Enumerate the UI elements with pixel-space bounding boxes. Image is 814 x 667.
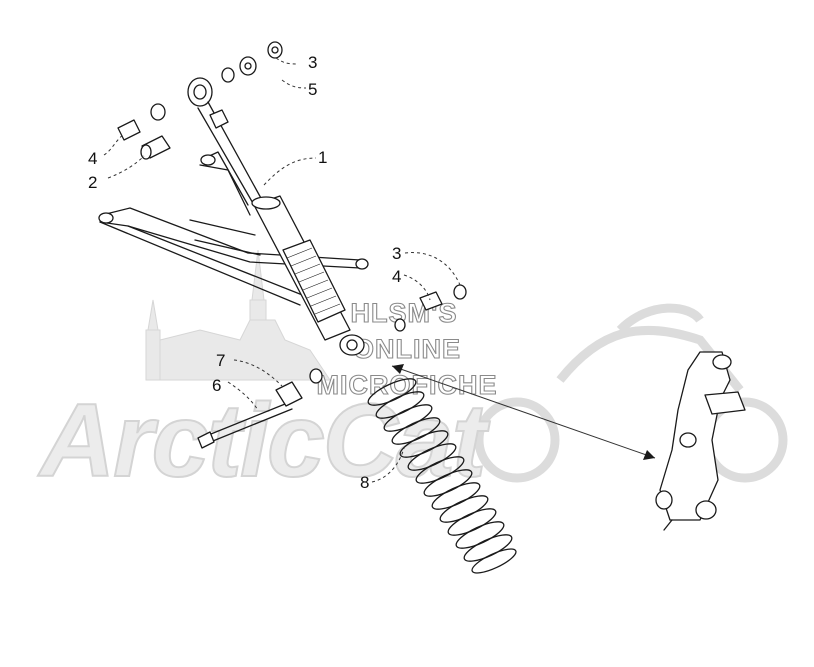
callout-2: 2 — [88, 173, 97, 192]
callout-5: 5 — [308, 80, 317, 99]
callouts: 3 5 4 2 1 3 4 7 6 8 — [88, 53, 401, 492]
spindle — [655, 351, 746, 531]
leader-lines — [103, 57, 461, 483]
watermark-brand: ArcticCat — [37, 383, 491, 499]
watermark-line-3: MICROFICHE — [317, 370, 498, 400]
watermark: ArcticCat HLSM'S ONLINE MICROFICHE — [36, 249, 788, 500]
callout-3-mid: 3 — [392, 244, 401, 263]
mid-hardware — [394, 284, 467, 332]
callout-8: 8 — [360, 473, 369, 492]
bolt-assembly — [197, 368, 323, 449]
callout-3-top: 3 — [308, 53, 317, 72]
callout-4-mid: 4 — [392, 267, 401, 286]
shock-absorber — [187, 77, 365, 356]
watermark-cathedral — [145, 249, 331, 381]
coil-spring — [367, 378, 517, 574]
callout-6: 6 — [212, 376, 221, 395]
callout-4-left: 4 — [88, 149, 97, 168]
callout-1: 1 — [318, 148, 327, 167]
assembly-arrow — [391, 364, 656, 460]
a-arm — [98, 151, 369, 306]
callout-7: 7 — [216, 351, 225, 370]
watermark-line-2: ONLINE — [353, 334, 461, 364]
top-hardware — [117, 41, 283, 160]
